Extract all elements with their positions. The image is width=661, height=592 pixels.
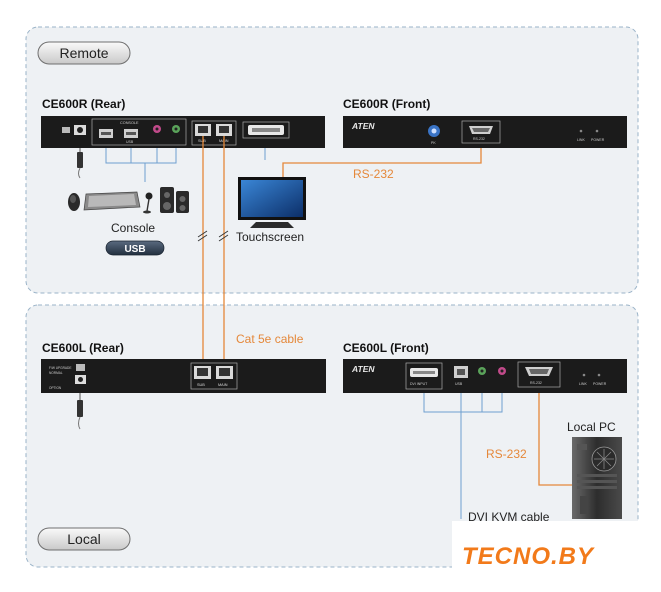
power-jack-icon [62, 125, 86, 135]
pk-button-icon [428, 125, 440, 137]
ce600l-front-usb-label: USB [455, 382, 463, 386]
dvi-kvm-cable [423, 393, 503, 519]
ce600l-front-dvi-label: DVI INPUT [410, 382, 428, 386]
ce600l-rear-unit: F/W UPGRADE NORMAL OPTION SUB MAIN [41, 359, 326, 393]
ce600l-front-unit: ATEN DVI INPUT USB RS-232 LINK POWER [343, 359, 627, 393]
link-led-icon [579, 129, 583, 133]
local-badge: Local [37, 527, 131, 551]
ce600r-rear-console-label: CONSOLE [120, 121, 139, 125]
power-plug-icon [77, 393, 83, 430]
rs232-remote-cable [282, 148, 482, 177]
fw-switch-icon [76, 364, 85, 371]
option-label: OPTION [49, 386, 62, 390]
usb-badge: USB [105, 240, 165, 256]
ce600r-front-rs232-label: RS-232 [473, 137, 485, 141]
cat5e-cables [202, 136, 225, 366]
ce600l-rear-title: CE600L (Rear) [42, 341, 124, 355]
normal-label: NORMAL [49, 371, 63, 375]
ce600r-front-pk-label: PK [431, 141, 436, 145]
usb-badge-label: USB [124, 244, 145, 255]
touchscreen-label: Touchscreen [236, 230, 304, 244]
ce600r-front-brand: ATEN [351, 121, 375, 131]
ce600l-rear-main-label: MAIN [218, 383, 228, 387]
rs232-local-cable [538, 393, 572, 486]
ce600r-front-power-label: POWER [591, 138, 605, 142]
link-led-icon [582, 373, 586, 377]
speakers-icon [160, 187, 189, 213]
keyboard-icon [83, 191, 141, 211]
ce600r-rear-title: CE600R (Rear) [42, 97, 125, 111]
remote-badge: Remote [37, 41, 131, 65]
pc-tower-icon [572, 437, 622, 519]
console-wires [105, 148, 266, 182]
power-led-icon [597, 373, 601, 377]
ce600l-rear-sub-label: SUB [197, 383, 205, 387]
console-label: Console [111, 221, 155, 235]
cable-break-marks [197, 230, 229, 242]
ce600r-rear-usb-label: USB [126, 140, 134, 144]
ce600l-front-title: CE600L (Front) [343, 341, 429, 355]
mouse-icon [68, 193, 80, 211]
ce600r-front-link-label: LINK [577, 138, 585, 142]
ce600l-front-rs232-label: RS-232 [530, 381, 542, 385]
rs232-local-label: RS-232 [486, 447, 527, 461]
ce600r-rear-unit: CONSOLE USB SUB MAIN [41, 116, 325, 148]
ce600r-front-unit: ATEN PK RS-232 LINK POWER [343, 116, 627, 148]
power-plug-icon [77, 148, 83, 179]
touchscreen-icon [238, 177, 306, 228]
remote-badge-label: Remote [59, 45, 108, 61]
ce600l-front-link-label: LINK [579, 382, 587, 386]
microphone-icon [143, 192, 153, 214]
dvi-kvm-cable-label: DVI KVM cable [468, 510, 550, 524]
local-pc-label: Local PC [567, 420, 616, 434]
fw-upgrade-label: F/W UPGRADE [49, 366, 72, 370]
remote-zone [25, 26, 639, 294]
power-led-icon [595, 129, 599, 133]
ce600r-front-title: CE600R (Front) [343, 97, 430, 111]
watermark-logo: TECNO.BY [462, 543, 595, 570]
ce600l-front-brand: ATEN [351, 364, 375, 374]
local-badge-label: Local [67, 531, 100, 547]
rs232-remote-label: RS-232 [353, 167, 394, 181]
ce600r-rear-sub-label: SUB [198, 139, 206, 143]
cat5e-label: Cat 5e cable [236, 332, 304, 346]
ce600l-front-power-label: POWER [593, 382, 607, 386]
